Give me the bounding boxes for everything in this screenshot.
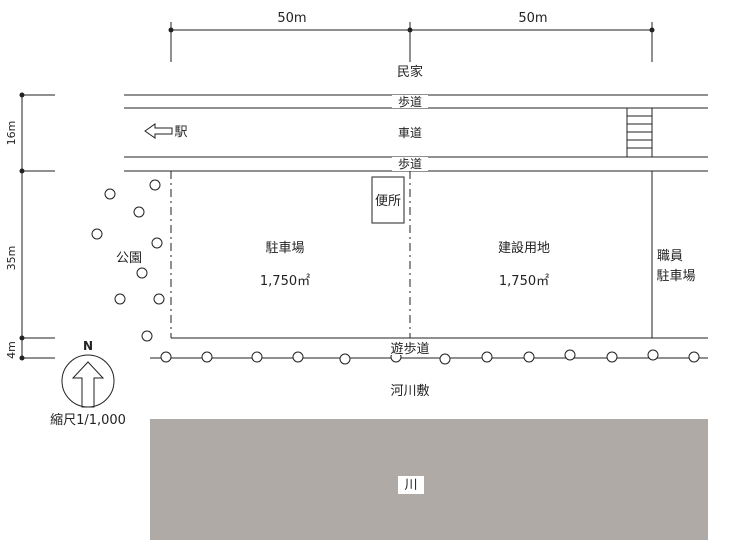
dim-left-lots: 35m <box>5 246 18 271</box>
park-trees <box>91 179 165 342</box>
toilet: 便所 <box>371 176 405 224</box>
top-dimension: 50m 50m <box>168 11 655 62</box>
tree-icon <box>606 351 618 363</box>
tree-icon <box>688 351 700 363</box>
tree-icon <box>201 351 213 363</box>
dim-top-left: 50m <box>277 11 306 26</box>
sidewalk-bottom-label: 歩道 <box>398 156 422 171</box>
north-arrow-icon: N <box>61 339 115 408</box>
site-label: 建設用地 <box>498 240 550 256</box>
tree-icon <box>153 293 165 305</box>
tree-icon <box>114 293 126 305</box>
park-label: 公園 <box>116 251 142 266</box>
north-label: N <box>83 339 93 353</box>
dim-top-right: 50m <box>518 11 547 26</box>
tree-icon <box>523 351 535 363</box>
station-arrow-icon <box>144 123 173 139</box>
tree-icon <box>481 351 493 363</box>
dim-left-road: 16m <box>5 121 18 146</box>
tree-icon <box>151 237 163 249</box>
dim-left-path: 4m <box>5 341 18 359</box>
lot-boundaries <box>150 171 708 359</box>
left-dimension: 16m 35m 4m <box>5 92 55 361</box>
road: 歩道 車道 歩道 駅 <box>124 94 708 172</box>
staff-parking-line2: 駐車場 <box>656 269 695 284</box>
tree-icon <box>339 353 351 365</box>
tree-icon <box>141 330 153 342</box>
promenade-trees <box>160 349 700 365</box>
riverbed-label: 河川敷 <box>390 384 429 399</box>
sidewalk-top-label: 歩道 <box>398 94 422 109</box>
tree-icon <box>104 188 116 200</box>
scale-label: 縮尺1/1,000 <box>50 412 126 428</box>
parking-area: 1,750㎡ <box>260 274 310 289</box>
tree-icon <box>292 351 304 363</box>
tree-icon <box>136 267 148 279</box>
tree-icon <box>133 206 145 218</box>
promenade-label: 遊歩道 <box>390 342 429 357</box>
tree-icon <box>251 351 263 363</box>
tree-icon <box>647 349 659 361</box>
station-label: 駅 <box>174 125 187 140</box>
tree-icon <box>91 228 103 240</box>
tree-icon <box>149 179 161 191</box>
river-area <box>150 419 708 540</box>
crosswalk <box>626 108 653 157</box>
staff-parking-line1: 職員 <box>657 249 683 264</box>
tree-icon <box>160 351 172 363</box>
site-area: 1,750㎡ <box>499 274 549 289</box>
river-label: 川 <box>404 478 417 493</box>
houses-label: 民家 <box>397 64 423 80</box>
parking-label: 駐車場 <box>265 241 304 256</box>
river: 川 <box>150 419 708 540</box>
roadway-label: 車道 <box>398 126 422 140</box>
toilet-label: 便所 <box>375 194 401 209</box>
tree-icon <box>439 353 451 365</box>
tree-icon <box>564 349 576 361</box>
